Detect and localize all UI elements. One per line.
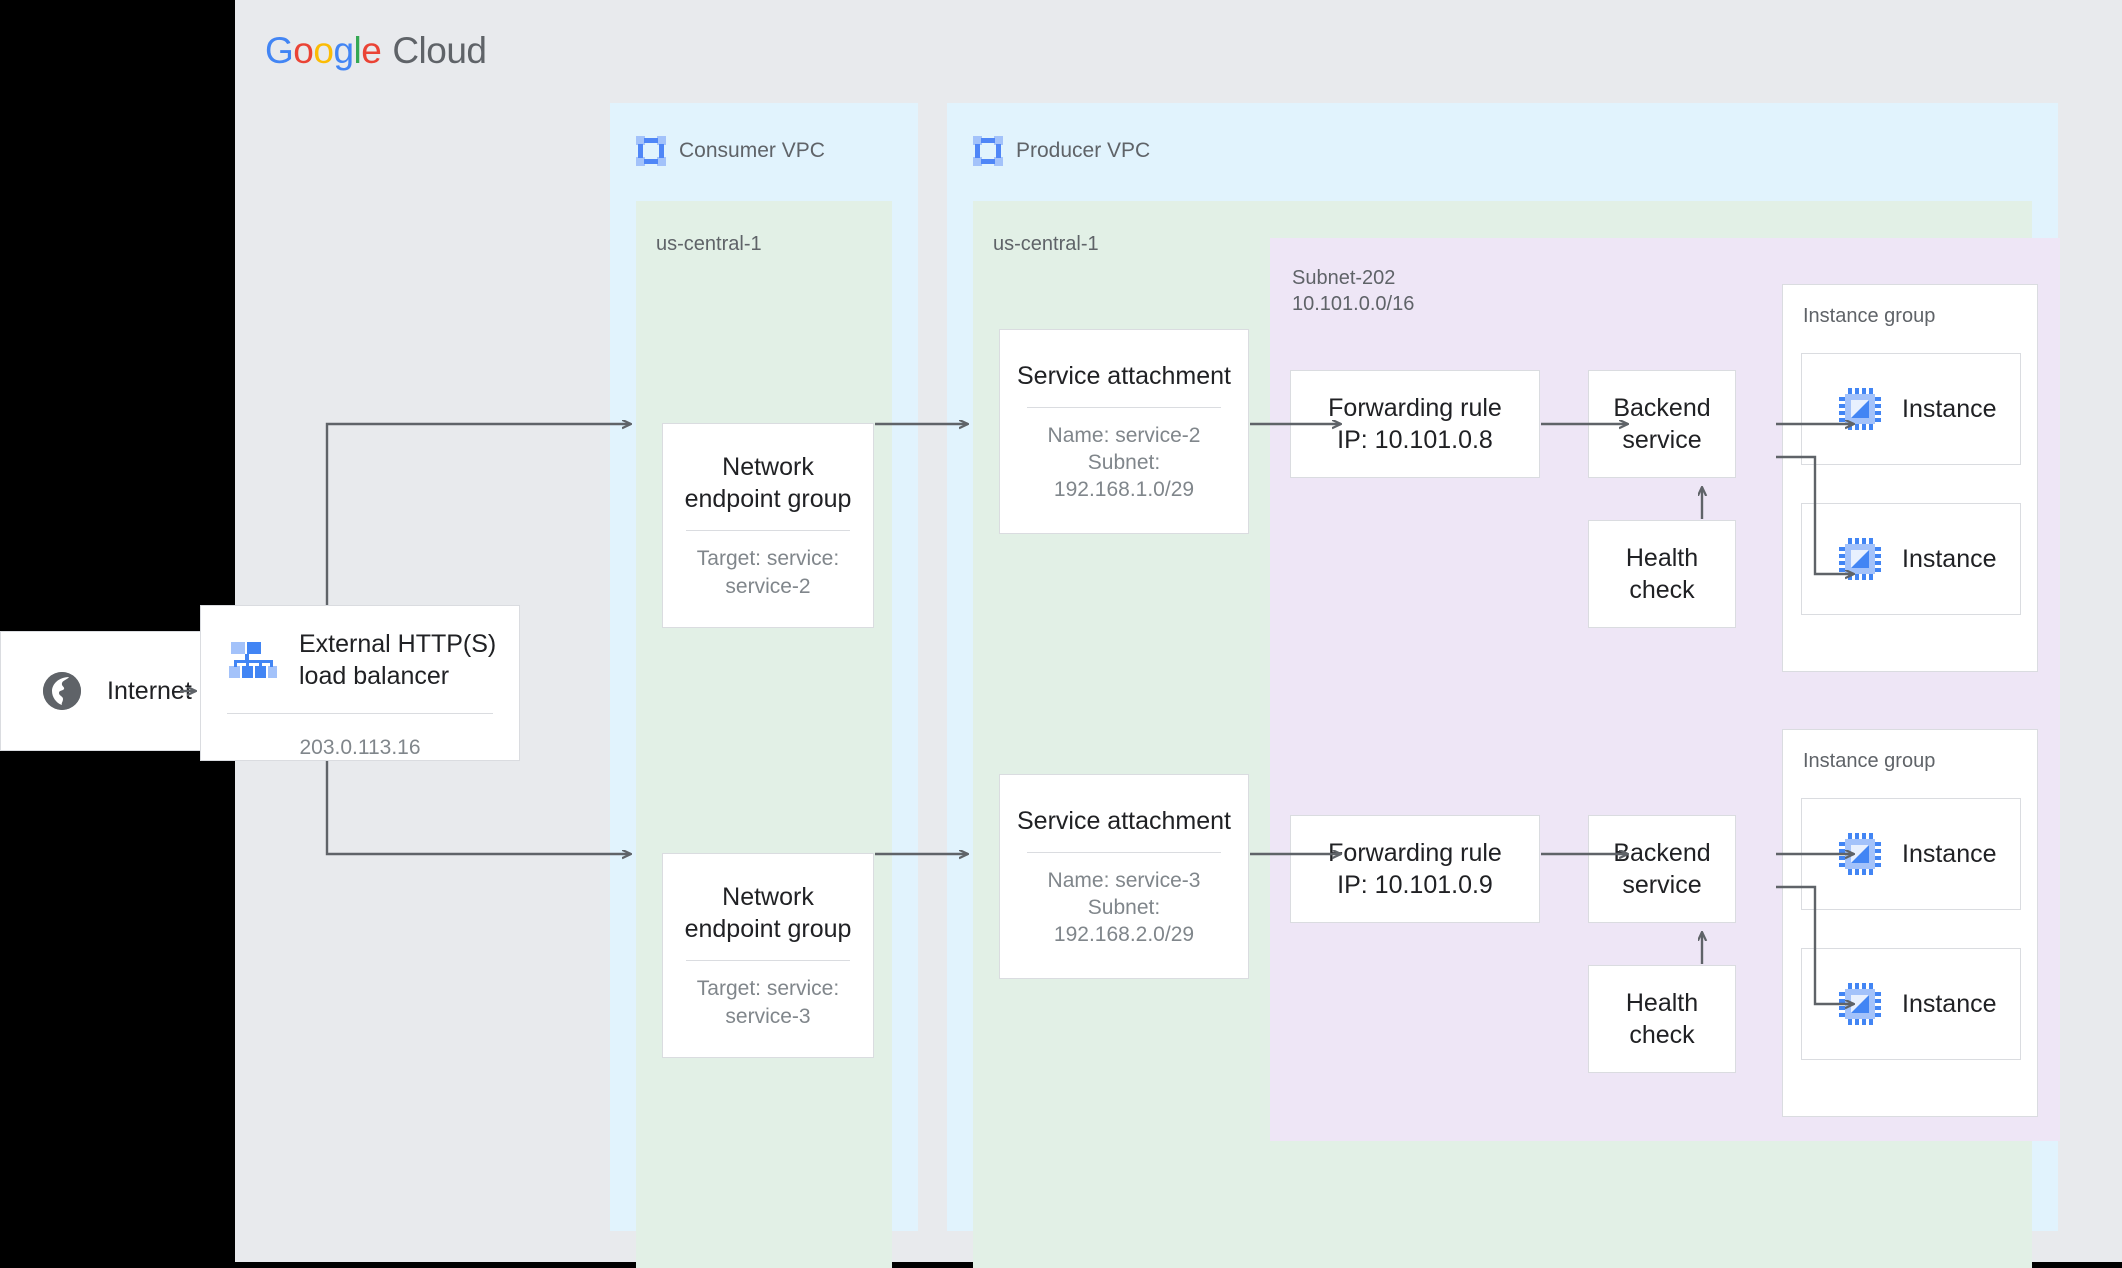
consumer-vpc-panel: Consumer VPC us-central-1 Network endpoi…	[610, 103, 918, 1268]
consumer-vpc-label: Consumer VPC	[679, 139, 825, 162]
bs-1-line1: Backend	[1613, 394, 1711, 422]
health-check-2: Health check	[1588, 965, 1736, 1073]
logo-letter-o1: o	[293, 30, 314, 71]
consumer-region-label: us-central-1	[656, 233, 762, 255]
bs-2-line2: service	[1622, 871, 1702, 899]
load-balancer-title: External HTTP(S) load balancer	[299, 628, 496, 692]
sa-2-sub-line1: Name: service-3	[1047, 868, 1201, 892]
bs-1-line2: service	[1622, 426, 1702, 454]
edge-lb-to-neg1	[325, 424, 631, 605]
subnet-202-label: Subnet-202 10.101.0.0/16	[1292, 266, 1414, 317]
backend-service-1: Backend service	[1588, 370, 1736, 478]
bs-2-line1: Backend	[1613, 839, 1711, 867]
logo-cloud-word: Cloud	[392, 30, 487, 71]
lb-title-line1: External HTTP(S)	[299, 629, 497, 658]
internet-node: Internet	[0, 631, 215, 751]
sa-2-divider	[1027, 851, 1221, 853]
backend-service-2: Backend service	[1588, 815, 1736, 923]
instance-2-1-label: Instance	[1902, 839, 1997, 868]
logo-letter-g2: g	[333, 30, 354, 71]
load-balancer-icon	[229, 640, 277, 680]
vpc-icon	[973, 136, 1003, 166]
sa-1-sub-line2: Subnet:	[1087, 450, 1161, 474]
neg-2-title-line1: Network	[722, 883, 814, 912]
service-attachment-2: Service attachment Name: service-3 Subne…	[999, 774, 1249, 979]
network-endpoint-group-2: Network endpoint group Target: service: …	[662, 853, 874, 1058]
subnet-name: Subnet-202	[1292, 267, 1396, 289]
instance-1-2-label: Instance	[1902, 544, 1997, 573]
neg-1-title-line2: endpoint group	[684, 485, 852, 514]
instance-group-2-label: Instance group	[1803, 750, 1936, 772]
internet-label: Internet	[107, 676, 192, 705]
instance-chip-icon	[1838, 982, 1882, 1026]
instance-chip-icon	[1838, 537, 1882, 581]
neg-1-divider	[686, 530, 850, 532]
fr-2-line2: IP: 10.101.0.9	[1337, 871, 1493, 899]
sa-1-sub-line1: Name: service-2	[1047, 423, 1201, 447]
instance-1-2: Instance	[1801, 503, 2021, 615]
neg-2-sub-line2: service-3	[725, 1004, 811, 1028]
instance-chip-icon	[1838, 387, 1882, 431]
sa-1-divider	[1027, 406, 1221, 408]
globe-icon	[39, 668, 85, 714]
instance-2-1: Instance	[1801, 798, 2021, 910]
producer-region-label: us-central-1	[993, 233, 1099, 255]
service-attachment-1: Service attachment Name: service-2 Subne…	[999, 329, 1249, 534]
instance-2-2: Instance	[1801, 948, 2021, 1060]
hc-2-line2: check	[1629, 1021, 1695, 1049]
fr-2-line1: Forwarding rule	[1328, 839, 1502, 867]
lb-title-line2: load balancer	[299, 661, 450, 690]
neg-1-sub-line1: Target: service:	[696, 547, 840, 571]
neg-2-divider	[686, 960, 850, 962]
hc-1-line1: Health	[1625, 544, 1699, 572]
sa-2-sub-line3: 192.168.2.0/29	[1053, 923, 1195, 947]
producer-vpc-header: Producer VPC	[973, 136, 1150, 166]
logo-letter-o2: o	[313, 30, 334, 71]
instance-chip-icon	[1838, 832, 1882, 876]
sa-2-sub-line2: Subnet:	[1087, 895, 1161, 919]
subnet-cidr: 10.101.0.0/16	[1292, 292, 1415, 315]
network-endpoint-group-1: Network endpoint group Target: service: …	[662, 423, 874, 628]
load-balancer-heading: External HTTP(S) load balancer	[201, 606, 519, 713]
instance-group-1-label: Instance group	[1803, 305, 1936, 327]
instance-1-1: Instance	[1801, 353, 2021, 465]
logo-letter-g1: G	[265, 30, 294, 71]
forwarding-rule-2: Forwarding rule IP: 10.101.0.9	[1290, 815, 1540, 923]
forwarding-rule-1: Forwarding rule IP: 10.101.0.8	[1290, 370, 1540, 478]
logo-letter-e: e	[361, 30, 382, 71]
load-balancer-node: External HTTP(S) load balancer 203.0.113…	[200, 605, 520, 761]
neg-2-sub-line1: Target: service:	[696, 977, 840, 1001]
instance-group-1: Instance group	[1782, 284, 2038, 672]
load-balancer-ip: 203.0.113.16	[299, 736, 421, 759]
vpc-icon	[636, 136, 666, 166]
producer-region-panel: us-central-1 Service attachment Name: se…	[973, 201, 2060, 1268]
neg-1-title-line1: Network	[722, 453, 814, 482]
neg-2-title-line2: endpoint group	[684, 915, 852, 944]
instance-group-2: Instance group	[1782, 729, 2038, 1117]
edge-lb-to-neg2	[325, 761, 631, 854]
fr-1-line1: Forwarding rule	[1328, 394, 1502, 422]
instance-2-2-label: Instance	[1902, 989, 1997, 1018]
logo-letter-l: l	[353, 30, 362, 71]
producer-vpc-panel: Producer VPC us-central-1 Service attach…	[947, 103, 2060, 1268]
consumer-region-panel: us-central-1 Network endpoint group Targ…	[636, 201, 892, 1268]
subnet-202-panel: Subnet-202 10.101.0.0/16 Forwarding rule…	[1270, 238, 2060, 1141]
load-balancer-divider	[227, 713, 493, 714]
health-check-1: Health check	[1588, 520, 1736, 628]
instance-1-1-label: Instance	[1902, 394, 1997, 423]
producer-vpc-label: Producer VPC	[1016, 139, 1151, 162]
sa-2-title: Service attachment	[1017, 806, 1231, 835]
consumer-vpc-header: Consumer VPC	[636, 136, 825, 166]
sa-1-sub-line3: 192.168.1.0/29	[1053, 478, 1195, 502]
fr-1-line2: IP: 10.101.0.8	[1337, 426, 1493, 454]
sa-1-title: Service attachment	[1017, 361, 1231, 390]
hc-2-line1: Health	[1625, 989, 1699, 1017]
neg-1-sub-line2: service-2	[725, 574, 811, 598]
hc-1-line2: check	[1629, 576, 1695, 604]
